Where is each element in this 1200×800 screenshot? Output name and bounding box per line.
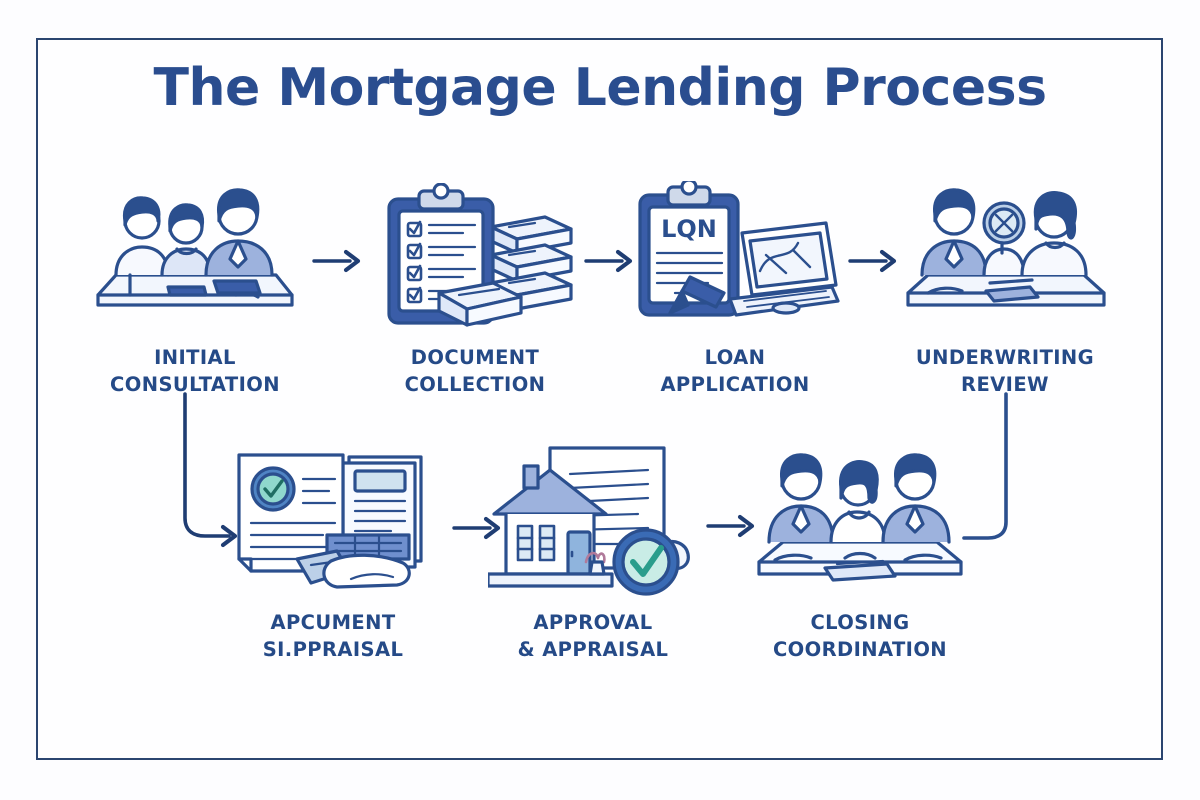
step-loan-application[interactable]: LQN: [620, 178, 850, 399]
clipboard-heading-text: LQN: [661, 215, 717, 243]
step-label: INITIAL CONSULTATION: [110, 346, 280, 396]
step-approval-appraisal[interactable]: APPROVAL & APPRAISAL: [478, 443, 708, 664]
arrow-6-to-7: [706, 513, 758, 539]
step-label: UNDERWRITING REVIEW: [915, 346, 1095, 396]
two-people-magnifier-review-illustration: [890, 178, 1120, 333]
page-border-frame: [36, 38, 1163, 760]
arrow-5-to-6: [452, 515, 504, 541]
wrap-left-down-arrow-connector: [175, 390, 255, 557]
step-apcument-sippraisal[interactable]: APCUMENT SI.PPRAISAL: [218, 443, 448, 664]
step-document-collection[interactable]: DOCUMENT COLLECTION: [360, 178, 590, 399]
step-label: APCUMENT SI.PPRAISAL: [262, 611, 404, 661]
step-label: APPROVAL & APPRAISAL: [517, 611, 669, 661]
house-document-checkmark-illustration: [478, 443, 708, 598]
clipboard-pen-laptop-illustration: LQN: [620, 178, 850, 333]
step-label: LOAN APPLICATION: [660, 346, 810, 396]
documents-check-badge-hands-illustration: [218, 443, 448, 598]
three-people-closing-table-illustration: [745, 443, 975, 598]
step-label: CLOSING COORDINATION: [772, 611, 948, 661]
step-initial-consultation[interactable]: INITIAL CONSULTATION: [80, 178, 310, 399]
page-title: The Mortgage Lending Process: [153, 58, 1047, 118]
wrap-right-down-connector: [960, 390, 1020, 555]
step-label: DOCUMENT COLLECTION: [404, 346, 546, 396]
clipboard-checklist-document-stack-illustration: [360, 178, 590, 333]
arrow-2-to-3: [584, 248, 636, 274]
arrow-1-to-2: [312, 248, 364, 274]
step-closing-coordination[interactable]: CLOSING COORDINATION: [745, 443, 975, 664]
step-underwriting-review[interactable]: UNDERWRITING REVIEW: [890, 178, 1120, 399]
arrow-3-to-4: [848, 248, 900, 274]
three-people-consultation-illustration: [80, 178, 310, 333]
